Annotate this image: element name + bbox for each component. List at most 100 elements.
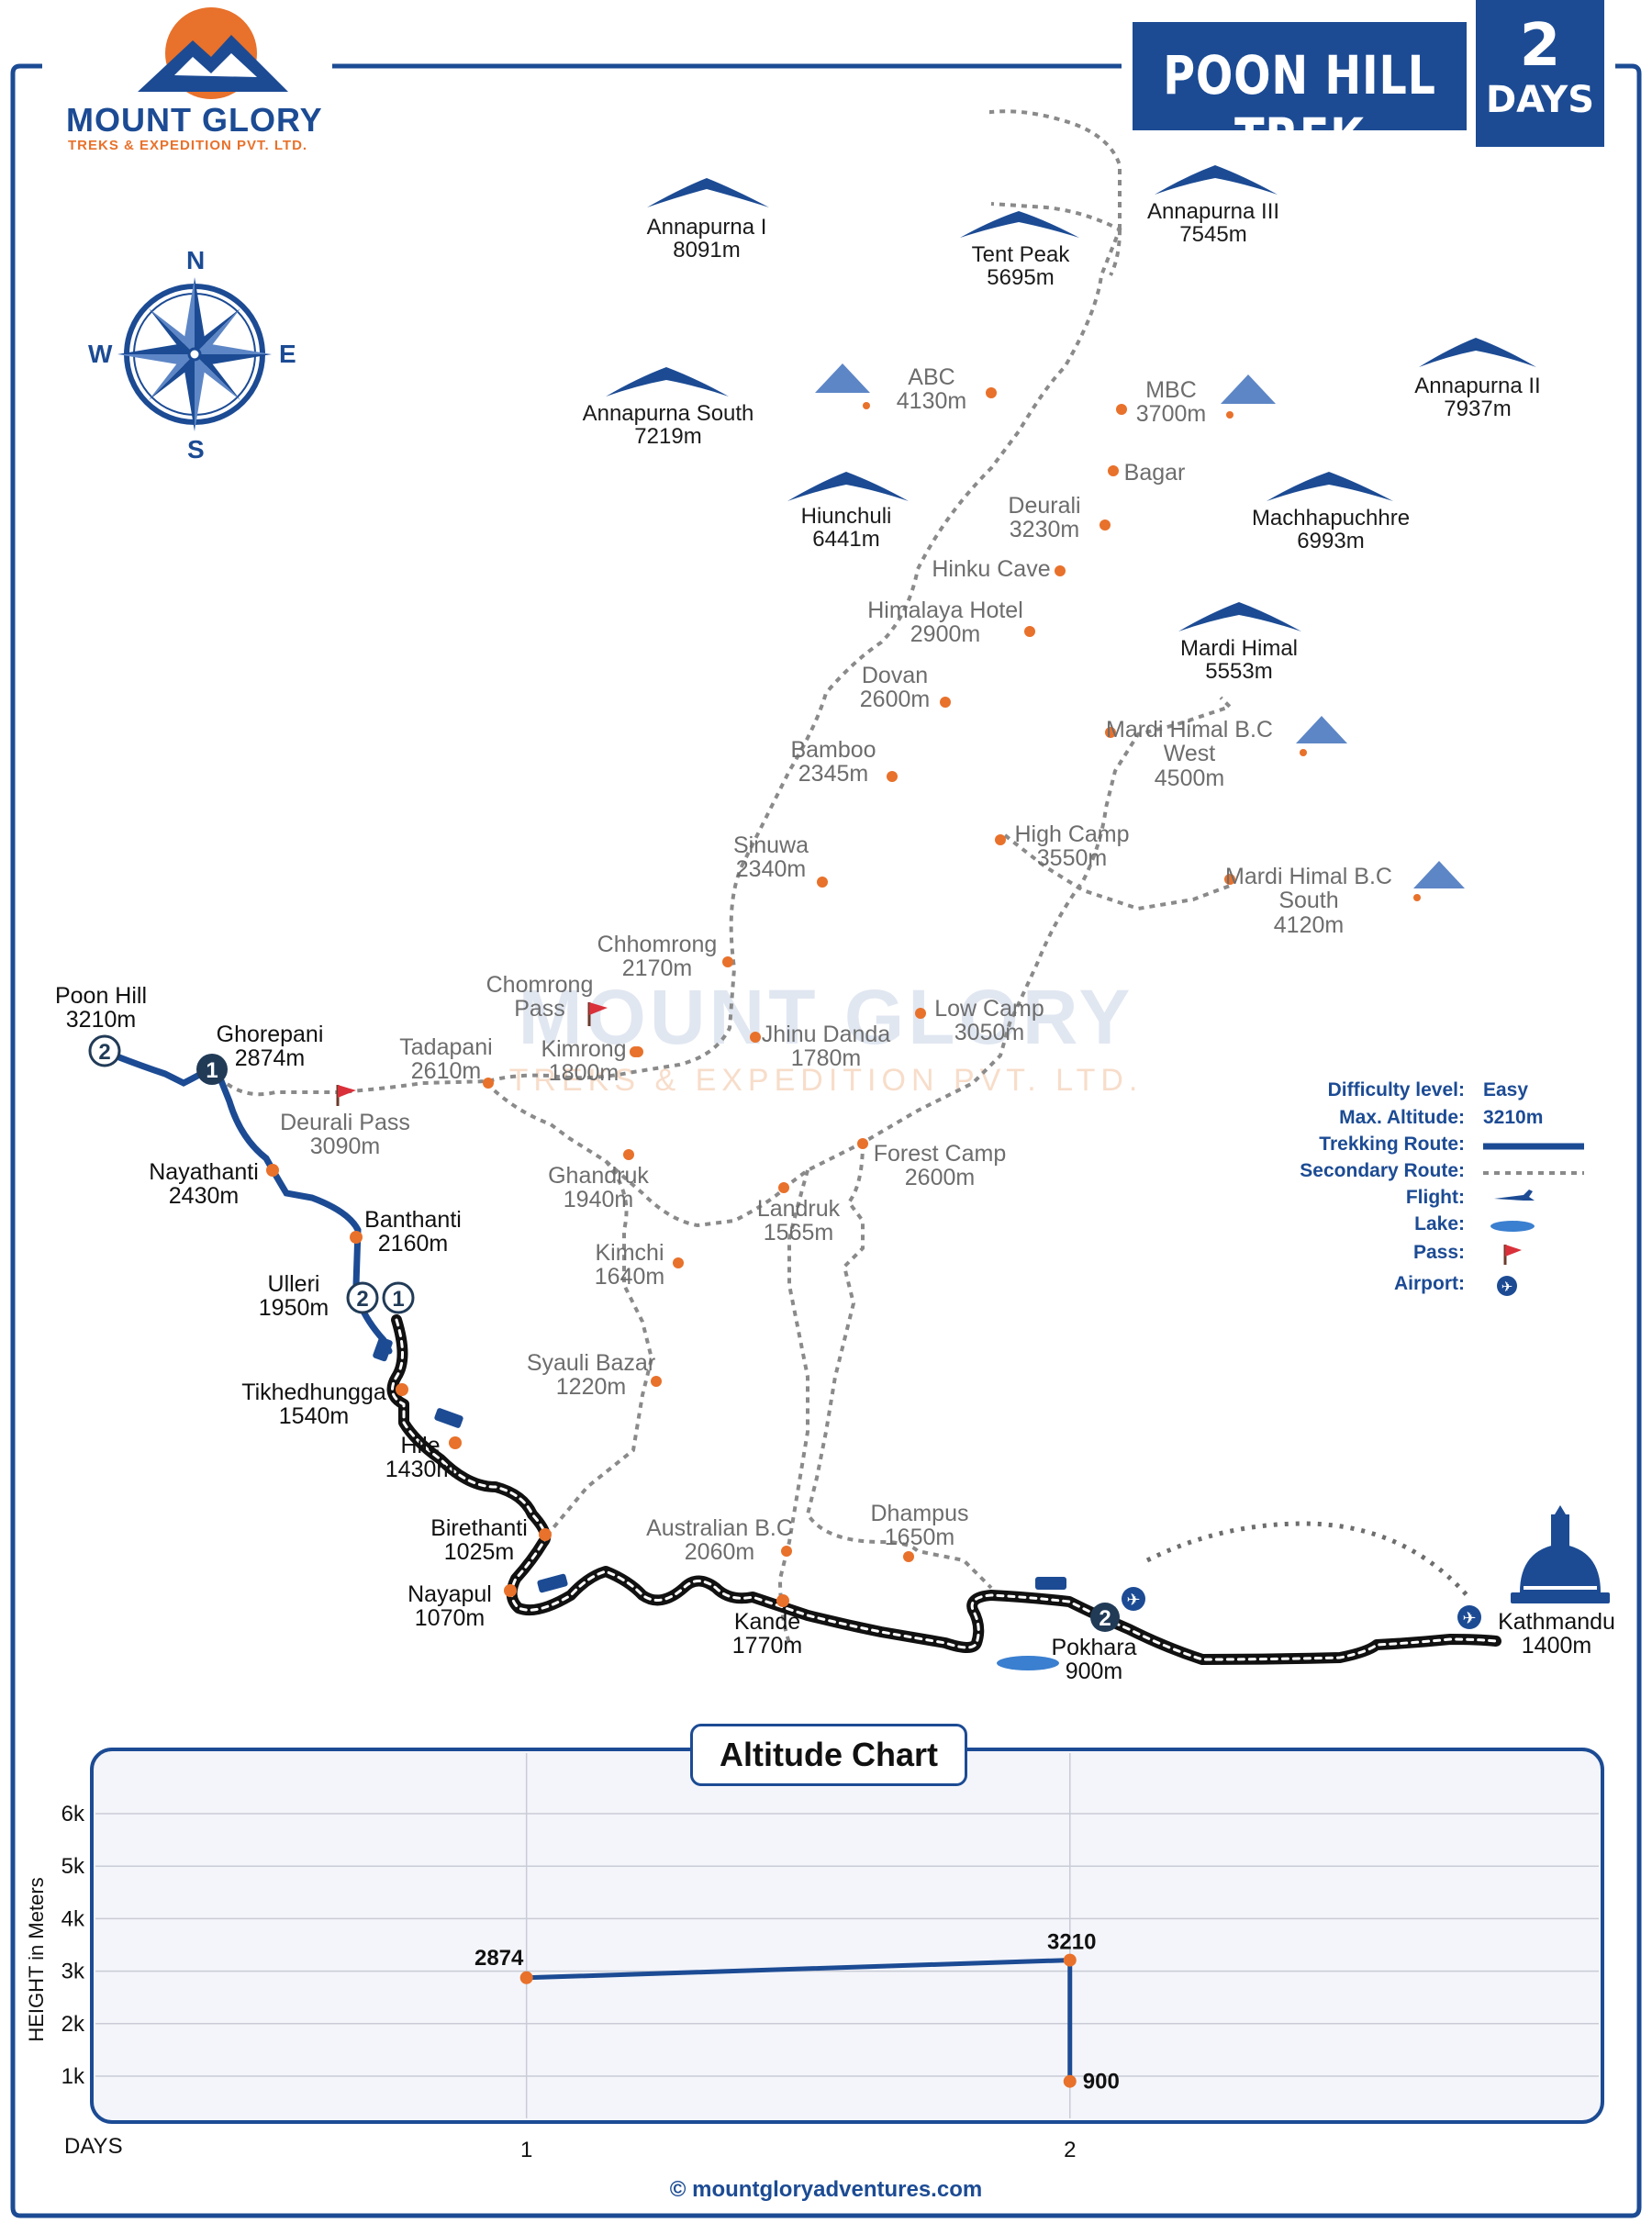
watermark-subtitle: TREKS & EXPEDITION PVT. LTD. (508, 1063, 1144, 1098)
tent-mardi-south-icon (1413, 861, 1465, 901)
brand-logo-mountain-icon (138, 7, 288, 99)
day-marker-ulleri: 2 1 (346, 1281, 415, 1314)
chart-y-tick-label: 4k (61, 1906, 85, 1931)
secondary-routes (209, 109, 1470, 1644)
brand-name: MOUNT GLORY (66, 101, 323, 139)
chart-y-tick-label: 6k (61, 1802, 85, 1826)
airport-icon: ✈ (1497, 1276, 1517, 1296)
legend-lake-label: Lake: (1414, 1213, 1465, 1234)
day-marker-2-poonhill: 2 (88, 1034, 121, 1067)
trek-days-box: 2 DAYS (1476, 0, 1604, 147)
chart-x-axis-label: DAYS (64, 2134, 123, 2159)
chart-title: Altitude Chart (690, 1724, 967, 1786)
lake-icon (1490, 1221, 1535, 1232)
trek-title-box: POON HILL TREK (1133, 22, 1467, 169)
svg-text:✈: ✈ (1501, 1279, 1513, 1295)
compass-west: W (88, 340, 113, 368)
jeep-icon (434, 1408, 463, 1428)
svg-text:2: 2 (1099, 1606, 1111, 1631)
flight-icon (1494, 1190, 1535, 1201)
chart-x-tick-label: 1 (520, 2138, 532, 2162)
brand-subtitle: TREKS & EXPEDITION PVT. LTD. (68, 138, 308, 153)
chomrong-pass-flag-icon (587, 1002, 608, 1026)
day-marker-2-pokhara: 2 (1090, 1603, 1120, 1632)
svg-text:2: 2 (356, 1287, 368, 1312)
jeep-icon (1035, 1577, 1066, 1590)
trek-title: POON HILL TREK (1163, 44, 1436, 169)
tent-mbc-icon (1221, 374, 1276, 419)
compass-south: S (187, 435, 205, 464)
chart-y-tick-label: 5k (61, 1854, 85, 1879)
chart-point (1063, 2074, 1077, 2088)
legend-max-alt-label: Max. Altitude: (1339, 1107, 1465, 1128)
chart-point-label: 2874 (474, 1946, 524, 1971)
legend-trekking-label: Trekking Route: (1319, 1134, 1465, 1155)
chart-point (519, 1971, 533, 1984)
legend-secondary-label: Secondary Route: (1300, 1160, 1465, 1181)
compass-north: N (186, 246, 206, 274)
mountain-icon (1267, 472, 1393, 501)
svg-text:1: 1 (206, 1058, 218, 1083)
svg-text:✈: ✈ (1126, 1591, 1140, 1610)
jeep-icon (373, 1336, 393, 1362)
website-link[interactable]: mountgloryadventures.com (692, 2177, 983, 2202)
chart-y-tick-label: 3k (61, 1960, 85, 1984)
mountain-icon (647, 178, 769, 207)
legend-difficulty-label: Difficulty level: (1327, 1079, 1465, 1100)
mountain-icon (787, 472, 909, 501)
mountain-icon (1178, 602, 1301, 631)
compass-rose-icon (117, 277, 272, 431)
place-label: Bagar (1123, 460, 1186, 486)
chart-point (1063, 1953, 1077, 1967)
legend-pass-label: Pass: (1412, 1242, 1465, 1263)
compass-east: E (279, 340, 296, 368)
kathmandu-airport-icon: ✈ (1457, 1605, 1481, 1629)
trek-days-number: 2 (1519, 12, 1561, 80)
peak-icons (606, 165, 1536, 631)
chart-y-tick-label: 1k (61, 2064, 85, 2089)
legend-flight-label: Flight: (1405, 1187, 1465, 1208)
tent-mardi-west-icon (1296, 716, 1347, 756)
pass-flag-icon (1503, 1245, 1522, 1265)
footer-website[interactable]: © mountgloryadventures.com (0, 2177, 1652, 2203)
kathmandu-stupa-icon (1511, 1505, 1610, 1603)
chart-x-tick-label: 2 (1064, 2138, 1076, 2162)
legend-max-alt-value: 3210m (1483, 1107, 1544, 1128)
copyright-icon: © (669, 2177, 693, 2202)
legend-symbols: ✈ (1483, 1143, 1584, 1296)
chart-point-label: 900 (1083, 2070, 1120, 2095)
